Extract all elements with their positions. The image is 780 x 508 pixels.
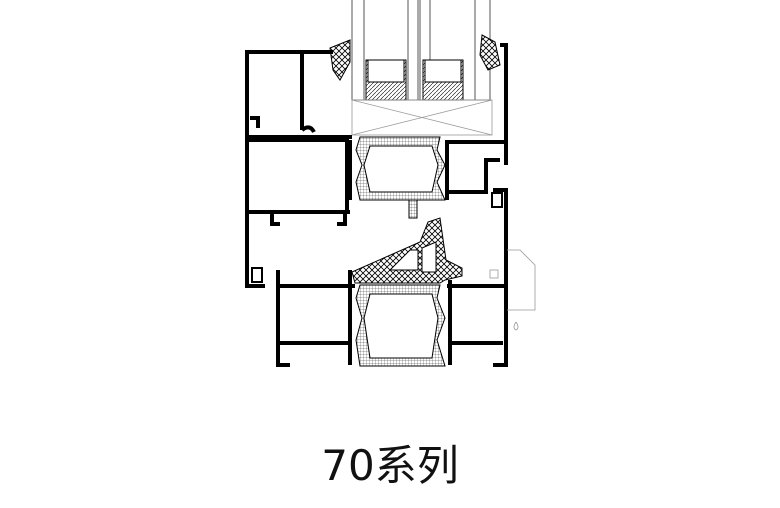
frame-profile: [276, 43, 508, 367]
thermal-break-stem: [408, 199, 418, 219]
thermal-break-lower-cavity: [363, 293, 439, 359]
setting-block: [351, 99, 493, 136]
sash-profile: [245, 50, 352, 288]
glass-spacer: [365, 59, 464, 101]
glazing-gasket-right: [479, 34, 501, 71]
hardware-outline: [489, 249, 536, 331]
thermal-break-upper-cavity: [363, 145, 439, 193]
weather-strip: [351, 217, 463, 284]
weather-strip-chambers: [388, 241, 437, 273]
window-profile-cross-section: [245, 0, 536, 367]
gasket-bottom-left: [251, 267, 263, 283]
gasket-right: [491, 192, 503, 208]
series-caption: 70系列: [321, 441, 459, 490]
glazing-gasket-left: [329, 39, 351, 81]
